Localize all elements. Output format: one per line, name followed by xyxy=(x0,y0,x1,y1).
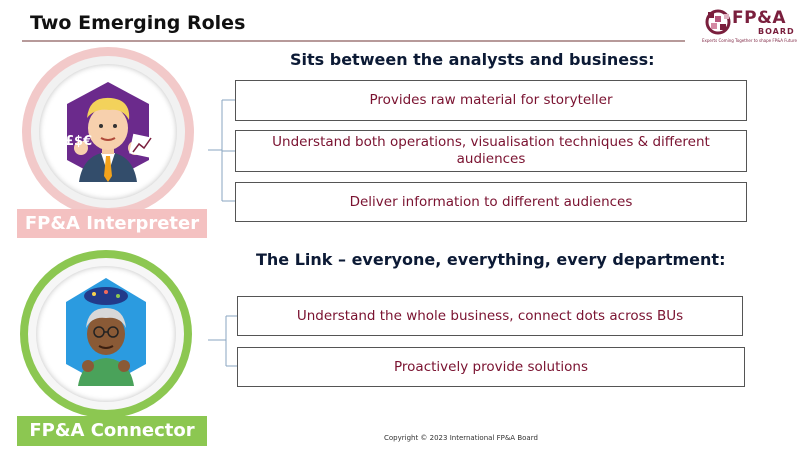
currency-symbols: £$€ xyxy=(65,134,92,149)
logo-mark-icon xyxy=(705,9,731,35)
role-label-interpreter: FP&A Interpreter xyxy=(17,209,207,238)
interpreter-item: Understand both operations, visualisatio… xyxy=(235,130,747,172)
interpreter-item: Provides raw material for storyteller xyxy=(235,80,747,121)
connector-avatar-icon xyxy=(66,278,146,386)
copyright-footer: Copyright © 2023 International FP&A Boar… xyxy=(384,434,538,442)
interpreter-item: Deliver information to different audienc… xyxy=(235,182,747,222)
fpa-board-logo: FP&A BOARD Experts Coming Together to sh… xyxy=(700,4,797,48)
logo-tagline: Experts Coming Together to shape FP&A Fu… xyxy=(702,38,797,43)
connector-item: Understand the whole business, connect d… xyxy=(237,296,743,336)
interpreter-avatar-icon: £$€ xyxy=(65,82,157,182)
connector-item: Proactively provide solutions xyxy=(237,347,745,387)
slide-title: Two Emerging Roles xyxy=(30,12,246,34)
interpreter-avatar-frame: £$€ xyxy=(22,47,194,217)
title-divider xyxy=(22,40,685,42)
logo-sub-text: BOARD xyxy=(758,27,795,36)
role-label-connector: FP&A Connector xyxy=(17,416,207,446)
connector-avatar-frame xyxy=(20,250,192,418)
section-heading-interpreter: Sits between the analysts and business: xyxy=(290,50,655,69)
logo-brand-text: FP&A xyxy=(732,8,787,28)
section-heading-connector: The Link – everyone, everything, every d… xyxy=(256,250,726,269)
